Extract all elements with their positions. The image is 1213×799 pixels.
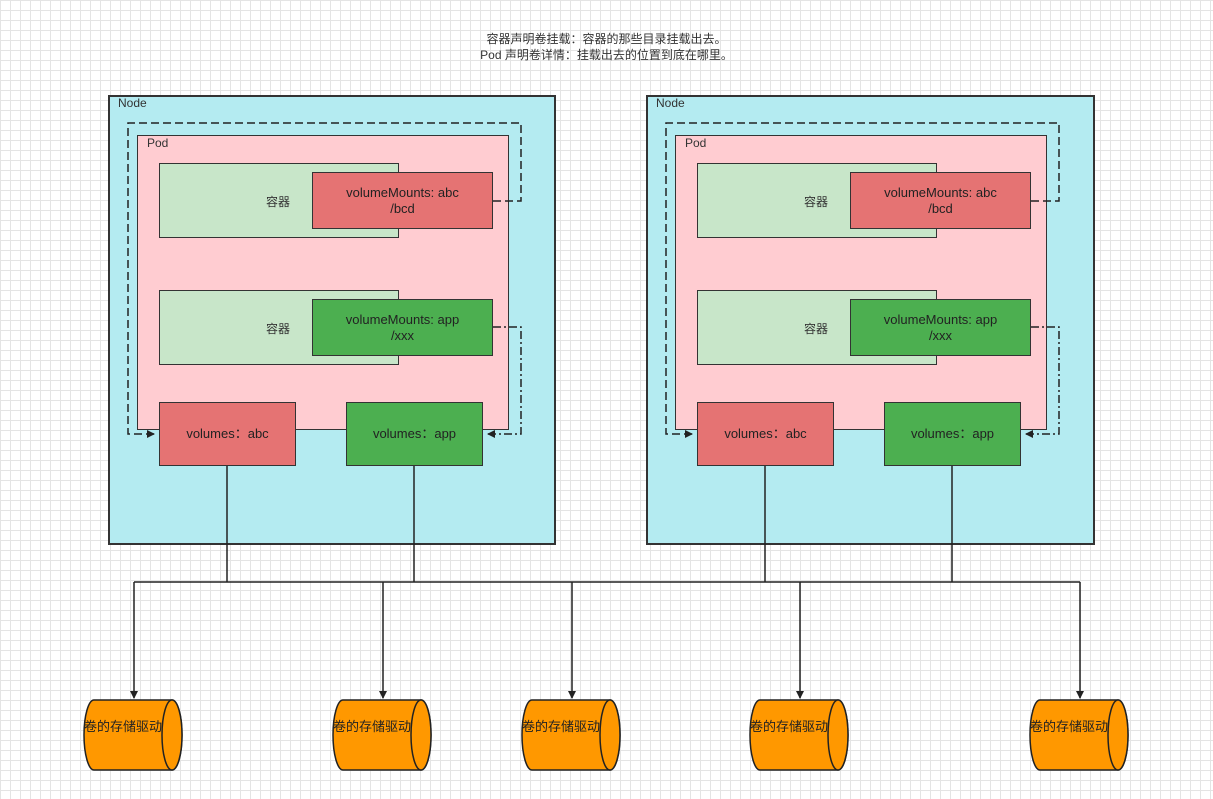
volume-abc-node-2: volumes：abc bbox=[697, 402, 834, 466]
volume-abc-label: volumes：abc bbox=[186, 426, 269, 441]
node-2-label: Node bbox=[656, 96, 685, 110]
volume-abc-label: volumes：abc bbox=[724, 426, 807, 441]
mount-link-app-node-1 bbox=[487, 326, 522, 438]
pod-1-label: Pod bbox=[147, 136, 169, 150]
storage-driver-label: 卷的存储驱动 如：Ceph 等 bbox=[84, 719, 164, 734]
storage-driver-label: 卷的存储驱动 如：Ceph 等 bbox=[750, 719, 830, 734]
node-1-label: Node bbox=[118, 96, 147, 110]
volume-mount-abc-label: volumeMounts: abc /bcd bbox=[884, 184, 997, 216]
volume-mount-abc-node-2: volumeMounts: abc /bcd bbox=[850, 172, 1031, 229]
storage-driver-label: 卷的存储驱动 如：Ceph 等 bbox=[1030, 719, 1110, 734]
volume-app-node-2: volumes：app bbox=[884, 402, 1021, 466]
volume-abc-node-1: volumes：abc bbox=[159, 402, 296, 466]
volume-mount-app-node-2: volumeMounts: app /xxx bbox=[850, 299, 1031, 356]
storage-driver-label: 卷的存储驱动 如：Ceph 等 bbox=[522, 719, 602, 734]
container-1-2-label: 容器 bbox=[266, 322, 291, 336]
mount-link-app-node-2 bbox=[1025, 326, 1060, 438]
storage-driver-3 bbox=[521, 699, 621, 771]
diagram-title-line-1: 容器声明卷挂载：容器的那些目录挂载出去。 bbox=[486, 32, 727, 46]
volume-mount-app-label: volumeMounts: app /xxx bbox=[345, 311, 460, 343]
volume-mount-abc-label: volumeMounts: abc /bcd bbox=[346, 184, 459, 216]
mount-link-abc-node-2 bbox=[665, 122, 1060, 438]
container-2-1-label: 容器 bbox=[804, 195, 829, 209]
pod-2-label: Pod bbox=[685, 136, 707, 150]
storage-driver-label: 卷的存储驱动 如：Ceph 等 bbox=[333, 719, 413, 734]
mount-link-abc-node-1 bbox=[127, 122, 522, 438]
storage-driver-4 bbox=[749, 699, 849, 771]
storage-driver-5 bbox=[1029, 699, 1129, 771]
volume-app-label: volumes：app bbox=[910, 426, 995, 441]
storage-driver-2 bbox=[332, 699, 432, 771]
volume-app-node-1: volumes：app bbox=[346, 402, 483, 466]
container-2-2-label: 容器 bbox=[804, 322, 829, 336]
storage-driver-1 bbox=[83, 699, 183, 771]
volume-mount-app-label: volumeMounts: app /xxx bbox=[883, 311, 998, 343]
volume-mount-app-node-1: volumeMounts: app /xxx bbox=[312, 299, 493, 356]
diagram-title-line-2: Pod 声明卷详情：挂载出去的位置到底在哪里。 bbox=[480, 48, 733, 62]
volume-mount-abc-node-1: volumeMounts: abc /bcd bbox=[312, 172, 493, 229]
container-1-1-label: 容器 bbox=[266, 195, 291, 209]
volume-app-label: volumes：app bbox=[372, 426, 457, 441]
